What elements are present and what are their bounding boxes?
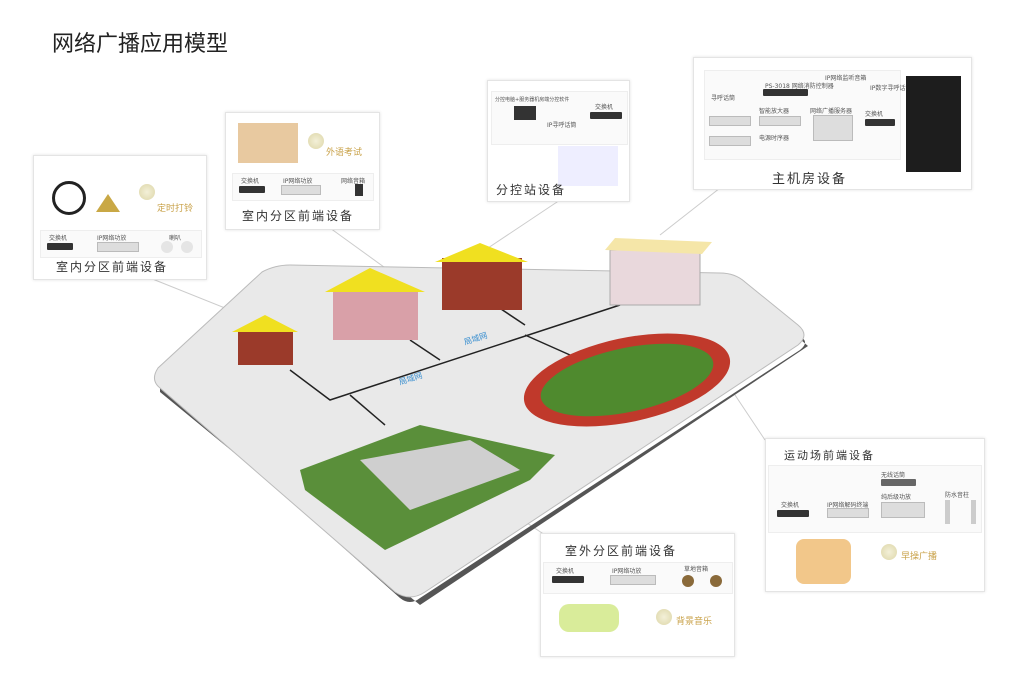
device-label: 寻呼话筒 bbox=[711, 95, 736, 102]
device-chain: 交换机 IP网络功放 草地音箱 bbox=[543, 562, 733, 594]
device-label: 交换机 bbox=[556, 568, 575, 575]
building-red bbox=[435, 243, 528, 310]
alarm-clock-icon bbox=[52, 181, 86, 215]
device-label: IP网络监听音箱 bbox=[825, 75, 867, 82]
device-label: 纯后级功放 bbox=[881, 494, 912, 501]
panel-tag: 早操广播 bbox=[901, 552, 938, 562]
panel-outdoor: 室外分区前端设备 交换机 IP网络功放 草地音箱 背景音乐 bbox=[540, 533, 735, 657]
device-label: IP数字寻呼话筒 bbox=[870, 85, 912, 92]
device-label: 交换机 bbox=[241, 178, 260, 185]
workstation-image bbox=[558, 146, 618, 186]
page-title: 网络广播应用模型 bbox=[52, 32, 229, 57]
device-label: IP网络功放 bbox=[283, 178, 313, 185]
horn-icon bbox=[139, 184, 155, 200]
building-small bbox=[232, 315, 298, 365]
device-label: 智能放大器 bbox=[759, 108, 790, 115]
device-chain: 无线话筒 交换机 IP网络解码终端 纯后级功放 防水音柱 bbox=[768, 465, 982, 533]
device-label: IP网络功放 bbox=[97, 235, 127, 242]
panel-caption: 分控站设备 bbox=[496, 183, 567, 197]
device-label: 交换机 bbox=[595, 104, 614, 111]
device-label: 网络音箱 bbox=[341, 178, 366, 185]
bell-icon bbox=[96, 194, 120, 212]
panel-main-room: 寻呼话筒 PS-3018 网络消防控制器 IP网络监听音箱 IP数字寻呼话筒 智… bbox=[693, 57, 972, 190]
panel-caption: 主机房设备 bbox=[772, 172, 848, 187]
device-chain: 寻呼话筒 PS-3018 网络消防控制器 IP网络监听音箱 IP数字寻呼话筒 智… bbox=[704, 70, 911, 160]
sports-field bbox=[523, 333, 731, 427]
panel-substation: 分控电脑+服务器机房端分控软件 IP寻呼话筒 交换机 分控站设备 bbox=[487, 80, 630, 202]
device-label: 交换机 bbox=[781, 502, 800, 509]
panel-caption: 运动场前端设备 bbox=[784, 449, 875, 462]
server-rack-image bbox=[906, 76, 961, 172]
device-label: 交换机 bbox=[49, 235, 68, 242]
students-image bbox=[238, 123, 298, 163]
panel-caption: 室内分区前端设备 bbox=[56, 260, 169, 274]
laptop-icon bbox=[514, 106, 536, 120]
music-notes-image bbox=[559, 604, 619, 632]
panel-tag: 定时打铃 bbox=[157, 204, 194, 214]
device-label: 交换机 bbox=[865, 111, 884, 118]
device-label: PS-3018 网络消防控制器 bbox=[765, 83, 834, 90]
panel-sports: 运动场前端设备 无线话筒 交换机 IP网络解码终端 纯后级功放 防水音柱 早操广… bbox=[765, 438, 985, 592]
device-label: 分控电脑+服务器机房端分控软件 bbox=[495, 97, 570, 103]
horn-icon bbox=[881, 544, 897, 560]
device-chain: 交换机 IP网络功放 喇叭 bbox=[40, 230, 202, 258]
building-main bbox=[605, 238, 712, 306]
building-pink bbox=[325, 268, 425, 340]
panel-tag: 外语考试 bbox=[326, 148, 363, 158]
children-image bbox=[796, 539, 851, 584]
device-chain: 交换机 IP网络功放 网络音箱 bbox=[232, 173, 374, 201]
panel-bell: 定时打铃 交换机 IP网络功放 喇叭 室内分区前端设备 bbox=[33, 155, 207, 280]
device-label: 无线话筒 bbox=[881, 472, 906, 479]
panel-tag: 背景音乐 bbox=[676, 617, 713, 627]
device-chain: 分控电脑+服务器机房端分控软件 IP寻呼话筒 交换机 bbox=[491, 91, 628, 145]
device-label: 网络广播服务器 bbox=[810, 108, 853, 115]
horn-icon bbox=[308, 133, 324, 149]
panel-caption: 室内分区前端设备 bbox=[242, 209, 355, 223]
panel-exam: 外语考试 交换机 IP网络功放 网络音箱 室内分区前端设备 bbox=[225, 112, 380, 230]
device-label: IP寻呼话筒 bbox=[547, 122, 577, 129]
device-label: 草地音箱 bbox=[684, 566, 709, 573]
horn-icon bbox=[656, 609, 672, 625]
panel-caption: 室外分区前端设备 bbox=[565, 544, 678, 558]
device-label: 防水音柱 bbox=[945, 492, 970, 499]
device-label: 喇叭 bbox=[169, 235, 182, 242]
device-label: IP网络功放 bbox=[612, 568, 642, 575]
device-label: 电源时序器 bbox=[759, 135, 790, 142]
device-label: IP网络解码终端 bbox=[827, 502, 869, 509]
